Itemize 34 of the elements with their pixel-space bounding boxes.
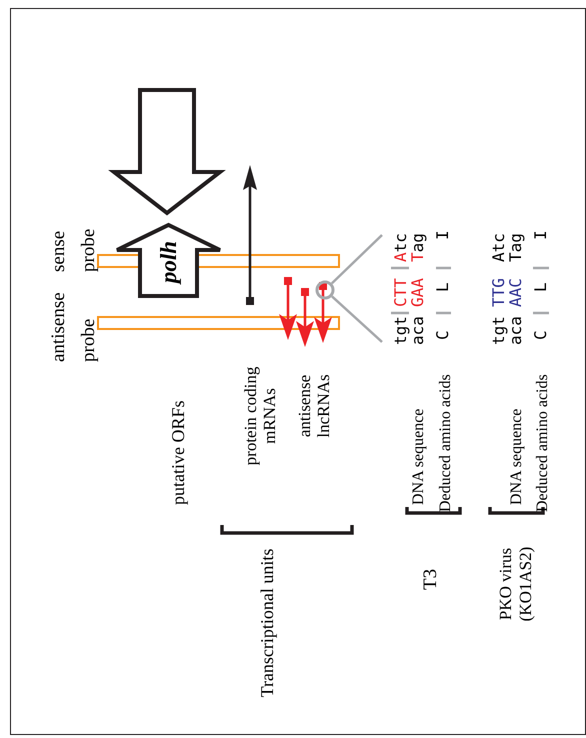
group-label: Transcriptional units <box>256 548 278 700</box>
amino-acid-text: C <box>531 330 551 340</box>
amino-acid-text: I <box>531 230 551 240</box>
row-label: DNA sequence <box>507 408 526 505</box>
track-label: antisense lncRNAs <box>295 373 333 440</box>
probe-label: sense probe <box>47 228 100 272</box>
amino-acid-text: L <box>433 282 453 292</box>
amino-acid-text: C <box>433 330 453 340</box>
row-label: DNA sequence <box>409 408 428 505</box>
track-label: protein coding mRNAs <box>241 366 279 468</box>
row-label: Deduced amino acids <box>533 374 552 512</box>
probe-label: antisense probe <box>47 291 100 362</box>
amino-acid-text: I <box>433 230 453 240</box>
codon-text: Atc <box>391 233 411 262</box>
codon-text: TTG <box>489 278 509 307</box>
orf-arrow: polh <box>115 223 222 298</box>
codon-text: GAA <box>408 278 428 307</box>
codon-text: aca <box>506 316 526 345</box>
codon-text: aca <box>408 316 428 345</box>
strain-label: T3 <box>421 568 441 590</box>
codon-text: CTT <box>391 278 411 307</box>
track-label: putative ORFs <box>168 400 188 505</box>
row-label: Deduced amino acids <box>436 374 455 512</box>
strain-label: PKO virus (KO1AS2) <box>496 546 536 624</box>
codon-text: AAC <box>506 278 526 307</box>
magnifier-circle <box>314 279 336 301</box>
leader-line <box>331 295 383 343</box>
codon-text: tgt <box>489 316 509 345</box>
codon-text: Tag <box>506 233 526 262</box>
amino-acid-text: L <box>531 282 551 292</box>
codon-text: tgt <box>391 316 411 345</box>
leader-line <box>330 234 383 284</box>
codon-text: Tag <box>408 233 428 262</box>
codon-text: Atc <box>489 233 509 262</box>
